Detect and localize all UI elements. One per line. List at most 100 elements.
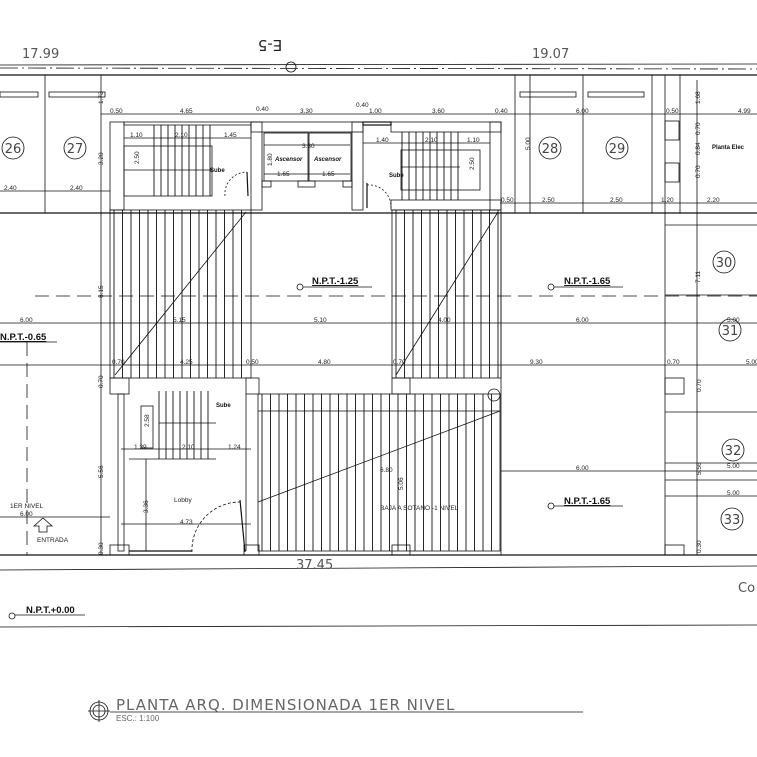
svg-text:3.30: 3.30 [302, 143, 315, 150]
svg-text:29: 29 [609, 142, 626, 157]
svg-text:1.40: 1.40 [376, 137, 389, 144]
svg-text:1.24: 1.24 [228, 444, 241, 451]
svg-text:N.P.T.-1.65: N.P.T.-1.65 [564, 276, 611, 287]
level-marker-right-lower: N.P.T.-1.65 [547, 496, 623, 510]
svg-text:4.99: 4.99 [738, 108, 751, 115]
svg-text:5.10: 5.10 [314, 317, 327, 324]
electric-plant-label: Planta Elec [712, 145, 745, 151]
svg-text:27: 27 [67, 142, 84, 157]
svg-text:32: 32 [725, 444, 742, 459]
stair-label-sube-2: Sube [389, 173, 404, 179]
svg-text:0.40: 0.40 [356, 102, 369, 109]
parking-space-30: 30 [712, 250, 736, 274]
entrance: 1ER NIVEL 6.00 ENTRADA [0, 342, 110, 555]
elevator-1-label: Ascensor [274, 157, 303, 163]
svg-text:1.73: 1.73 [98, 91, 105, 104]
svg-text:0.50: 0.50 [110, 108, 123, 115]
svg-text:0.50: 0.50 [501, 197, 514, 204]
svg-text:2.10: 2.10 [182, 444, 195, 451]
elevator-2-label: Ascensor [313, 157, 342, 163]
svg-text:N.P.T.+0.00: N.P.T.+0.00 [26, 605, 75, 616]
property-line [0, 63, 757, 66]
svg-text:1.00: 1.00 [369, 108, 382, 115]
svg-text:2.58: 2.58 [144, 414, 151, 427]
overall-dim-bottom: 37.45 [296, 558, 333, 573]
svg-text:3.20: 3.20 [98, 152, 105, 165]
svg-text:28: 28 [542, 142, 559, 157]
lobby-label: Lobby [174, 497, 192, 504]
svg-text:0.50: 0.50 [666, 108, 679, 115]
svg-text:3.30: 3.30 [300, 108, 313, 115]
svg-text:N.P.T.-1.65: N.P.T.-1.65 [564, 496, 611, 507]
svg-text:5.56: 5.56 [696, 462, 703, 475]
ramp-down-label: BAJA A SOTANO -1 NIVEL [380, 505, 459, 512]
svg-text:N.P.T.-1.25: N.P.T.-1.25 [312, 276, 359, 287]
stair-core-right: 1.40 2.10 1.10 2.50 Sube [362, 121, 502, 211]
ramp-bottom: 6.80 5.06 BAJA A SOTANO -1 NIVEL [257, 388, 501, 552]
ramp-left [109, 209, 252, 379]
svg-text:0.40: 0.40 [495, 108, 508, 115]
section-mark-circle-icon [285, 61, 297, 73]
svg-text:0.70: 0.70 [696, 379, 703, 392]
svg-text:2.10: 2.10 [425, 137, 438, 144]
svg-text:3.60: 3.60 [432, 108, 445, 115]
svg-text:2.40: 2.40 [70, 185, 83, 192]
svg-text:5.06: 5.06 [398, 477, 405, 490]
svg-text:0.30: 0.30 [696, 540, 703, 553]
column [664, 120, 680, 141]
svg-text:2.50: 2.50 [542, 197, 555, 204]
svg-text:4.25: 4.25 [180, 359, 193, 366]
svg-text:1.65: 1.65 [277, 171, 290, 178]
svg-text:0.70: 0.70 [667, 359, 680, 366]
top-parking-zone [0, 75, 757, 555]
svg-text:26: 26 [5, 142, 22, 157]
svg-text:6.00: 6.00 [20, 317, 33, 324]
svg-text:1.10: 1.10 [130, 132, 143, 139]
parking-space-32: 32 [721, 438, 745, 462]
ramp-right [391, 209, 502, 379]
svg-text:5.00: 5.00 [727, 317, 740, 324]
svg-text:9.30: 9.30 [530, 359, 543, 366]
svg-text:1.68: 1.68 [695, 91, 702, 104]
svg-text:1.45: 1.45 [224, 132, 237, 139]
svg-text:2.50: 2.50 [469, 157, 476, 170]
svg-text:1.10: 1.10 [467, 137, 480, 144]
entrance-arrow-icon [32, 517, 54, 533]
svg-text:5.00: 5.00 [746, 359, 757, 366]
column [664, 544, 685, 556]
parking-space-31: 31 [718, 318, 742, 342]
svg-text:0.30: 0.30 [98, 542, 105, 555]
level-marker-center: N.P.T.-1.25 [296, 276, 372, 291]
column [391, 544, 411, 556]
stair-core-left: 1.10 2.10 1.45 2.50 Sube [109, 121, 252, 211]
svg-text:2.10: 2.10 [175, 132, 188, 139]
svg-text:6.00: 6.00 [576, 317, 589, 324]
svg-text:1.20: 1.20 [661, 197, 674, 204]
svg-text:6.15: 6.15 [98, 285, 105, 298]
parking-space-33: 33 [720, 507, 744, 531]
column [109, 544, 130, 556]
svg-text:2.20: 2.20 [707, 197, 720, 204]
svg-text:1.80: 1.80 [267, 153, 274, 166]
svg-text:0.70: 0.70 [695, 165, 702, 178]
column [664, 162, 680, 183]
svg-text:4.80: 4.80 [318, 359, 331, 366]
overall-dim-left: 17.99 [22, 47, 59, 62]
svg-text:2.50: 2.50 [134, 151, 141, 164]
level-marker-right-upper: N.P.T.-1.65 [547, 276, 623, 291]
svg-text:5.00: 5.00 [727, 463, 740, 470]
parking-space-29: 29 [605, 136, 629, 160]
svg-text:0.50: 0.50 [246, 359, 259, 366]
svg-text:5.15: 5.15 [173, 317, 186, 324]
svg-text:5.56: 5.56 [98, 465, 105, 478]
svg-text:1.65: 1.65 [322, 171, 335, 178]
level-marker-entrance: N.P.T.+0.00 [8, 605, 85, 620]
svg-text:1.39: 1.39 [134, 444, 147, 451]
column [664, 377, 685, 395]
svg-text:5.00: 5.00 [727, 490, 740, 497]
svg-text:2.40: 2.40 [4, 185, 17, 192]
svg-text:31: 31 [722, 324, 739, 339]
column [109, 377, 130, 395]
entrance-label: ENTRADA [37, 537, 69, 544]
